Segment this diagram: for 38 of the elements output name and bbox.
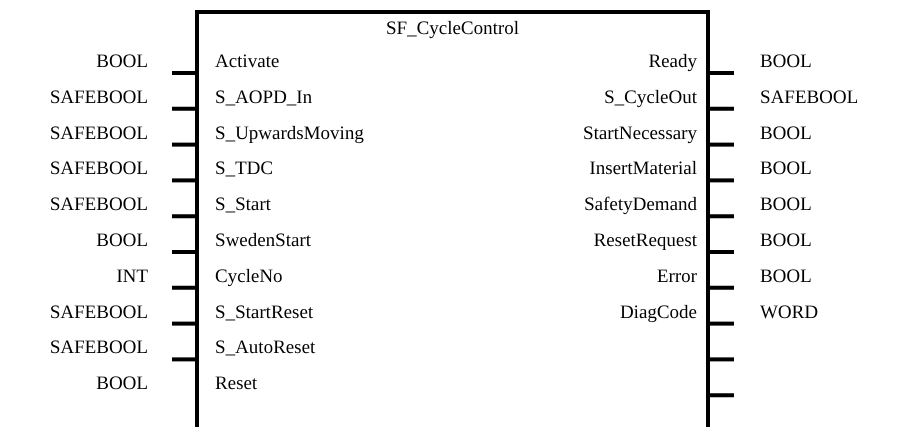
data-type: BOOL	[96, 51, 148, 73]
data-type: BOOL	[760, 230, 812, 252]
data-type: BOOL	[96, 373, 148, 396]
block-title: SF_CycleControl	[384, 18, 520, 40]
function-block	[195, 10, 710, 427]
data-type: SAFEBOOL	[50, 158, 148, 180]
output-name: DiagCode	[620, 302, 697, 324]
data-type: SAFEBOOL	[50, 302, 148, 324]
data-type: SAFEBOOL	[50, 194, 148, 216]
input-name: Reset	[215, 373, 258, 396]
input-name: Activate	[215, 51, 280, 73]
output-name: S_CycleOut	[604, 86, 697, 109]
input-name: S_AOPD_In	[215, 86, 312, 109]
data-type: SAFEBOOL	[50, 337, 148, 360]
input-name: S_AutoReset	[215, 337, 316, 360]
data-type: SAFEBOOL	[50, 122, 148, 145]
output-name: Error	[656, 266, 697, 288]
input-name: SwedenStart	[215, 230, 312, 252]
data-type: BOOL	[760, 51, 812, 73]
data-type: SAFEBOOL	[50, 86, 148, 109]
input-name: S_UpwardsMoving	[215, 122, 364, 145]
output-name: StartNecessary	[583, 122, 697, 145]
data-type: BOOL	[760, 266, 812, 288]
input-name: S_TDC	[215, 158, 274, 180]
data-type: INT	[116, 266, 148, 288]
data-type: BOOL	[760, 122, 812, 145]
data-type: WORD	[760, 302, 818, 324]
data-type: BOOL	[760, 158, 812, 180]
output-name: InsertMaterial	[589, 158, 697, 180]
data-type: BOOL	[760, 194, 812, 216]
output-name: ResetRequest	[594, 230, 697, 252]
output-name: Ready	[648, 51, 697, 73]
input-name: S_Start	[215, 194, 271, 216]
data-type: SAFEBOOL	[760, 86, 858, 109]
input-name: S_StartReset	[215, 302, 314, 324]
input-name: CycleNo	[215, 266, 283, 288]
output-name: SafetyDemand	[584, 194, 697, 216]
data-type: BOOL	[96, 230, 148, 252]
